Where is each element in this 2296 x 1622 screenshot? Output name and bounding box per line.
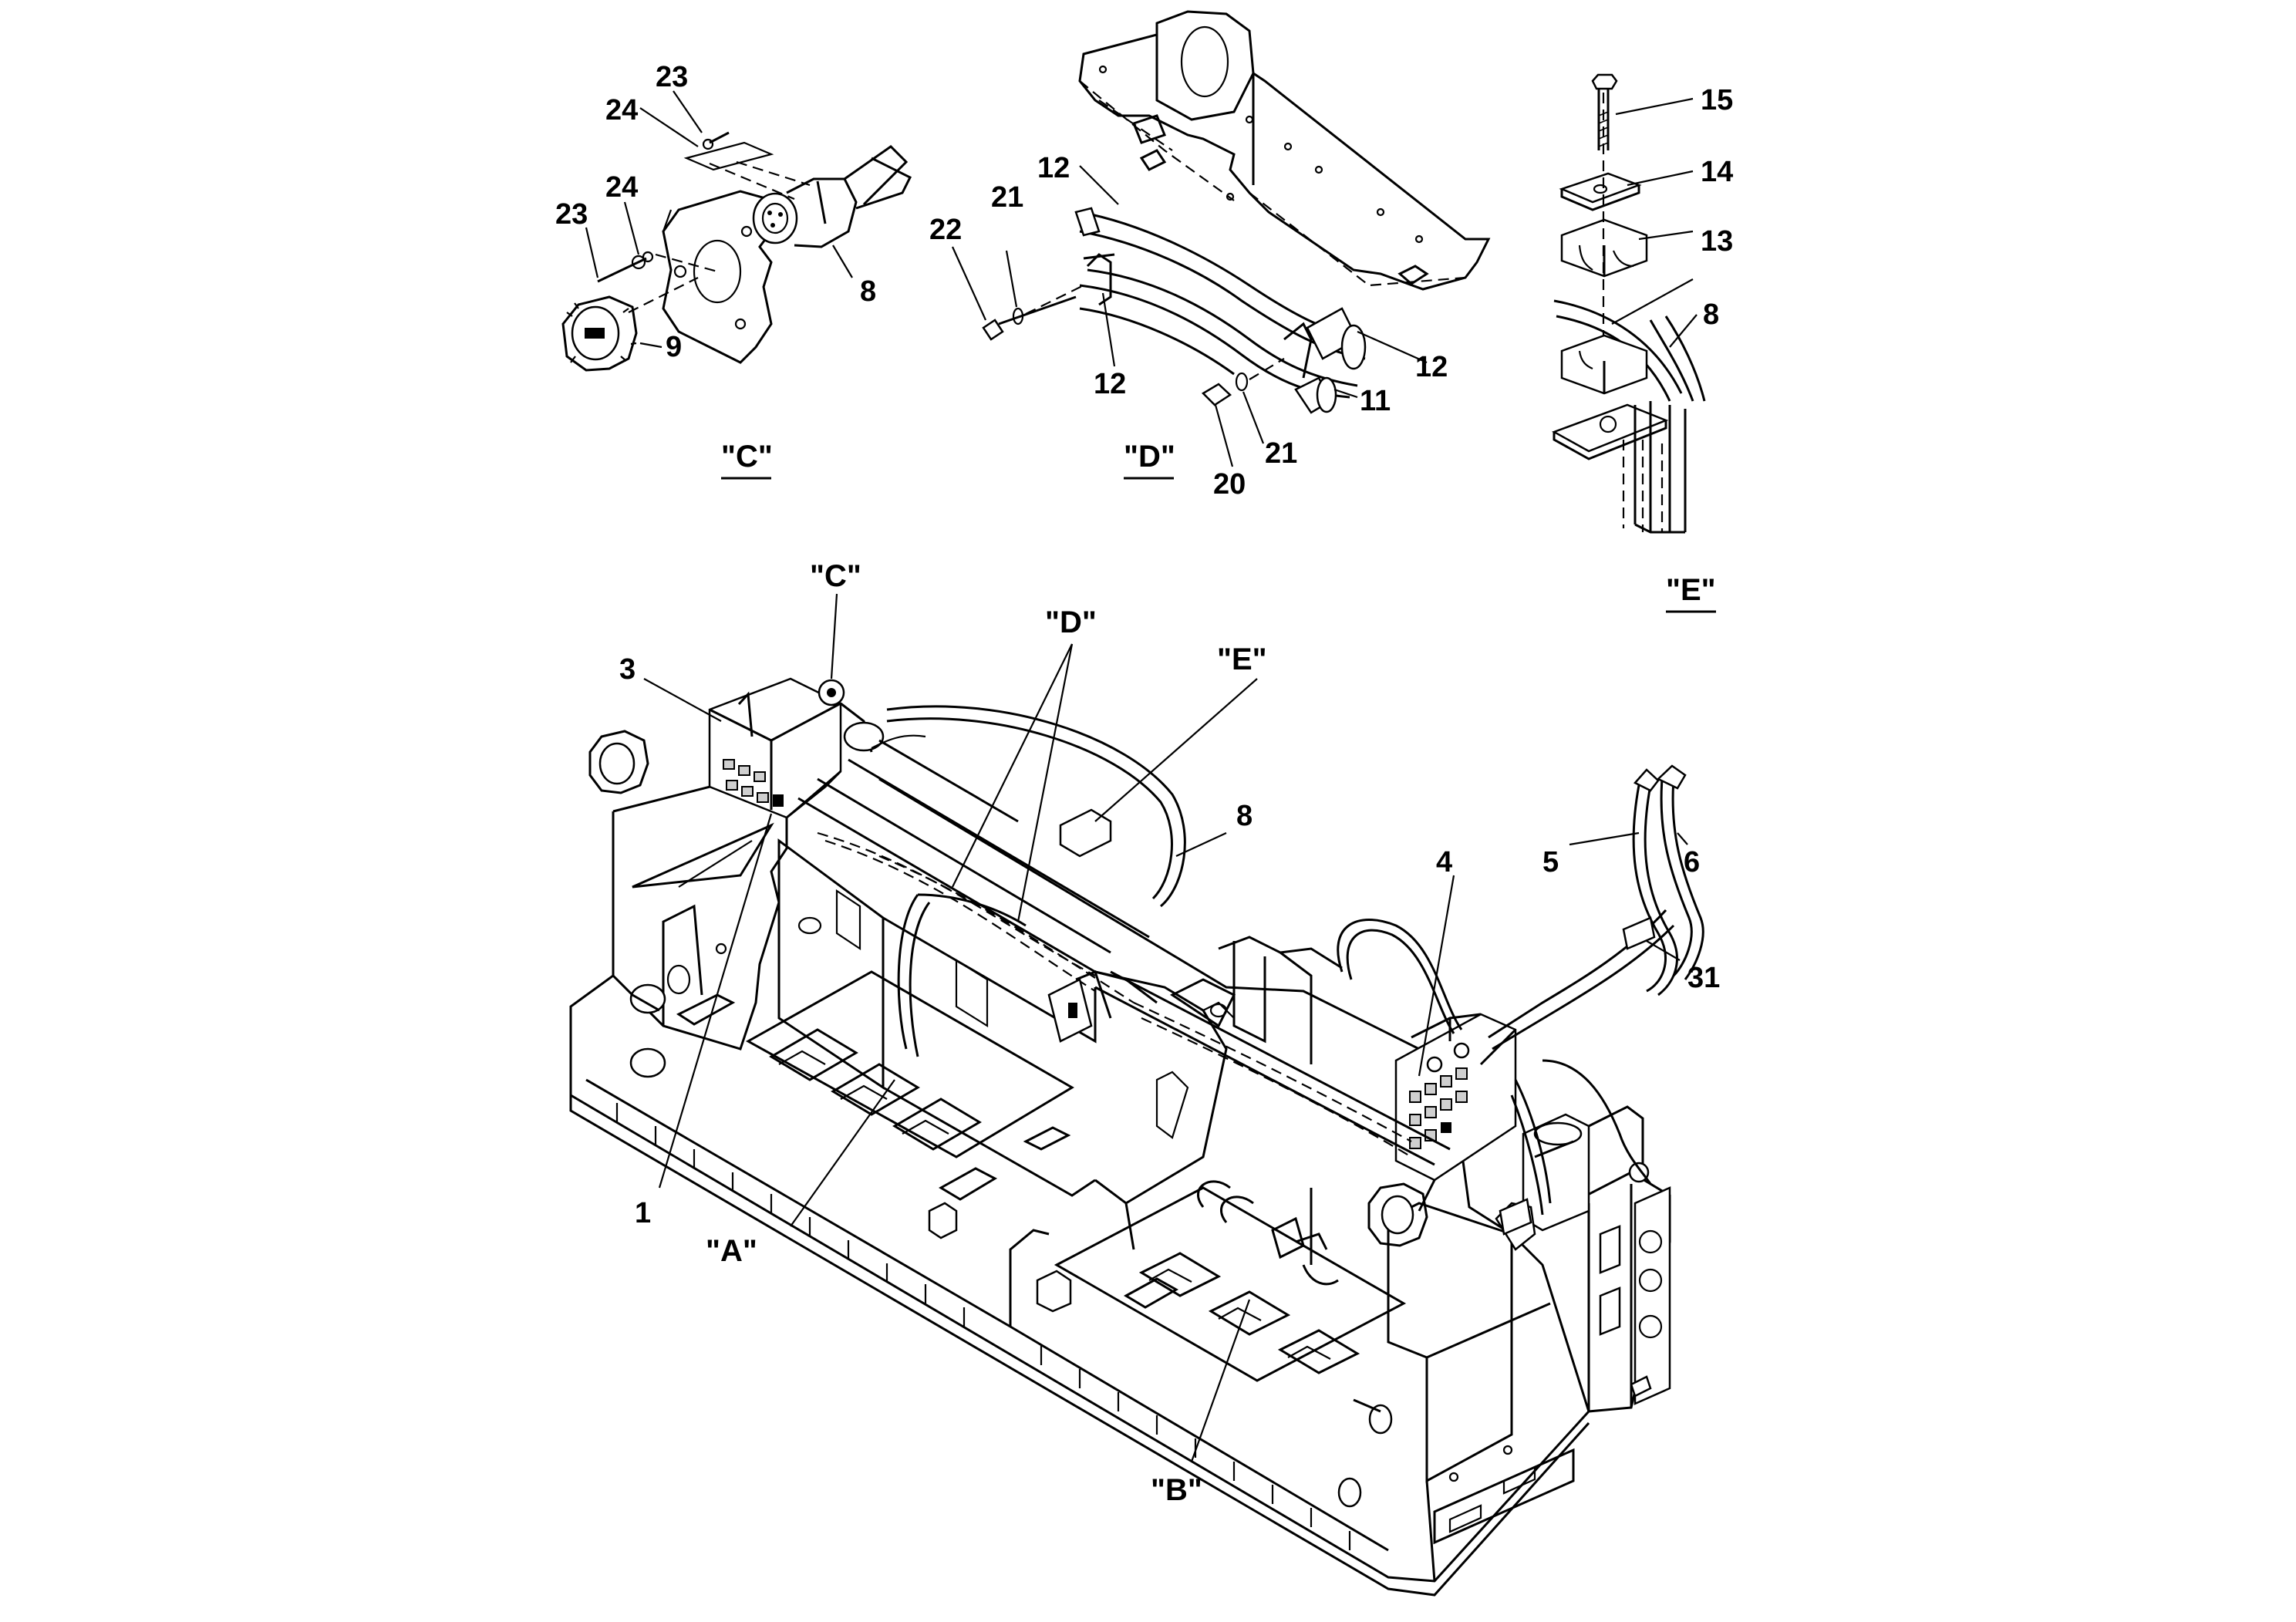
main-knob-left — [588, 730, 649, 794]
leader-4 — [1418, 875, 1455, 1077]
label-8-view-e: 8 — [1703, 298, 1719, 331]
label-31: 31 — [1687, 962, 1720, 994]
view-title-d: "D" — [1124, 440, 1175, 474]
label-12-right: 12 — [1415, 351, 1448, 383]
label-9: 9 — [666, 331, 682, 363]
label-20: 20 — [1213, 468, 1246, 501]
label-8-main: 8 — [1236, 800, 1253, 832]
leader-b — [1190, 1299, 1251, 1462]
label-24-top: 24 — [605, 94, 638, 126]
hoses-5-6 — [1622, 764, 1704, 996]
label-15: 15 — [1701, 84, 1733, 116]
label-4: 4 — [1436, 846, 1452, 878]
label-13: 13 — [1701, 225, 1733, 258]
leader-8 — [1175, 832, 1227, 857]
callout-b: "B" — [1151, 1473, 1202, 1507]
label-21-top: 21 — [991, 181, 1023, 214]
leader-31 — [1646, 940, 1681, 961]
leader-a — [790, 1079, 895, 1227]
bolt-20 — [1201, 372, 1249, 406]
leader-c — [830, 593, 838, 679]
main-knob-right — [1367, 1182, 1428, 1247]
leader-5 — [1569, 831, 1640, 846]
callout-c: "C" — [810, 559, 861, 593]
leader-1 — [658, 813, 773, 1189]
label-14: 14 — [1701, 156, 1733, 188]
connector-socket — [752, 145, 912, 248]
leader-6 — [1677, 832, 1688, 845]
leader-d-left — [952, 643, 1073, 888]
label-12-bottom: 12 — [1094, 368, 1126, 400]
control-box-4 — [1394, 1013, 1517, 1212]
label-22: 22 — [929, 214, 962, 246]
label-3: 3 — [619, 653, 636, 686]
callout-e: "E" — [1217, 642, 1267, 676]
label-5: 5 — [1542, 846, 1559, 878]
label-12-top: 12 — [1037, 152, 1070, 184]
detail-view-e — [1552, 73, 1706, 534]
view-title-e: "E" — [1666, 573, 1716, 607]
label-6: 6 — [1684, 846, 1700, 878]
label-23-mid: 23 — [555, 198, 588, 231]
leader-e — [1094, 678, 1258, 822]
callout-d: "D" — [1045, 605, 1097, 639]
detail-view-d — [951, 10, 1491, 467]
main-frame-assembly — [569, 677, 1704, 1597]
label-23-top: 23 — [656, 61, 688, 93]
leader-3 — [643, 678, 722, 722]
callout-a: "A" — [706, 1234, 757, 1268]
leader-d-right — [1017, 643, 1074, 922]
label-11: 11 — [1360, 385, 1391, 417]
screw-23-top — [702, 131, 730, 150]
detail-view-c — [561, 90, 912, 372]
label-1: 1 — [635, 1197, 651, 1229]
screw-23-mid — [597, 251, 654, 283]
view-title-c: "C" — [721, 440, 773, 474]
label-21-bottom: 21 — [1265, 437, 1297, 470]
knob-9 — [561, 295, 638, 372]
control-box-3 — [708, 677, 885, 819]
label-24-mid: 24 — [605, 171, 638, 204]
connector-c — [818, 679, 845, 706]
label-8-view-c: 8 — [860, 275, 876, 308]
screw-22 — [982, 295, 1077, 341]
